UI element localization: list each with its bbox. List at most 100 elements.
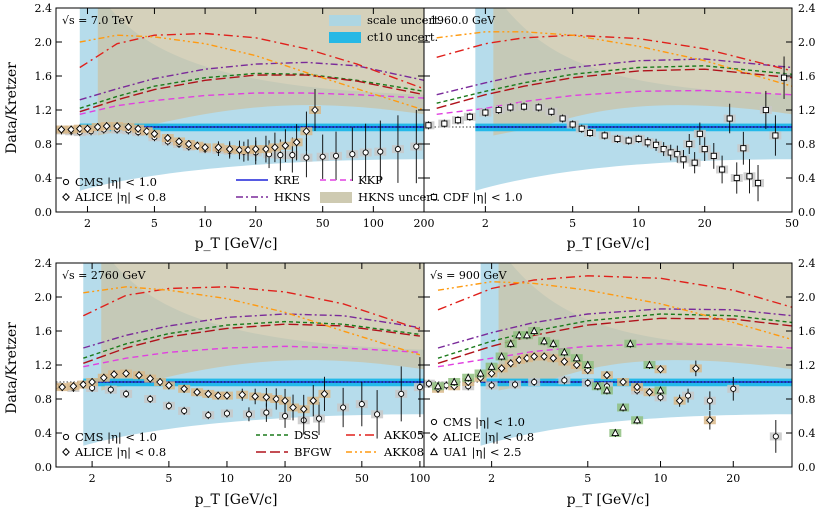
hkns-uncertainty-band [493,8,792,136]
data-point [487,369,496,378]
data-point [67,125,75,134]
x-tick-label: 10 [654,472,668,485]
data-point [719,166,726,173]
data-ua1-2-5 [432,326,667,437]
data-point [34,124,40,131]
data-point [289,403,297,412]
data-point [506,359,515,368]
data-point [235,145,244,155]
energy-annotation: 1960.0 GeV [430,14,496,27]
data-point [425,380,432,387]
data-point [691,159,698,166]
y-tick-label: 1.2 [35,359,53,372]
data-point [495,106,502,114]
legend-label: KRE [274,173,300,187]
data-point [89,384,96,392]
data-point [626,339,635,347]
legend-label: CMS |η| < 1.0 [75,430,157,445]
y-tick-label: 0.8 [35,393,53,406]
legend-label: UA1 |η| < 2.5 [443,445,522,460]
data-point [730,385,737,392]
data-point [754,180,762,187]
data-point [413,143,420,150]
legend-marker [430,418,438,426]
legend-marker [62,433,70,441]
data-point [83,124,92,133]
legend-label: KKP [358,173,383,187]
data-point [102,122,111,131]
data-point [482,109,489,116]
data-point [292,138,301,147]
y-tick-label: 0.4 [798,427,816,440]
hkns-uncertainty-band [101,263,424,391]
data-point [572,353,581,362]
data-point [535,104,542,111]
data-point [93,122,102,132]
legend-label: ALICE |η| < 0.8 [74,190,166,205]
curve-akk05 [437,275,792,311]
data-point [69,382,78,391]
data-point [349,151,356,158]
legend-swatch [329,15,361,26]
x-tick-label: 2 [482,217,489,230]
curve-akk05 [79,32,424,90]
data-point [603,371,611,380]
data-point [645,360,654,369]
y-tick-label: 1.6 [798,325,816,338]
y-axis-label-bottom: Data/Kretzer [4,322,20,414]
data-point [193,388,201,397]
data-syst-box [28,380,40,388]
legend-marker [62,178,70,186]
data-point [135,371,143,380]
plot-area [28,263,424,446]
data-point [238,390,247,399]
data-syst-box [56,124,57,133]
data-point [653,141,660,148]
data-point [530,352,538,361]
data-point [434,381,442,390]
data-point [559,115,566,122]
data-point [374,411,381,418]
legend-label: ct10 uncert. [367,30,438,44]
legend-marker [430,432,438,442]
data-point [746,173,753,180]
plot-area [424,263,792,453]
curve-dss [83,320,420,359]
data-point [165,402,172,409]
data-point [515,330,524,339]
data-alice-0-8 [28,369,331,424]
data-point [762,106,769,114]
data-point [602,386,611,394]
data-point [31,380,37,387]
data-point [450,377,459,386]
data-point [572,360,581,370]
data-point [315,415,323,422]
data-point [531,378,538,386]
data-point [311,105,319,115]
data-point [289,151,296,159]
data-point [781,74,788,81]
x-tick-label: 5 [569,217,576,230]
x-tick-label: 100 [409,472,430,485]
curve-akk08 [83,286,421,356]
y-tick-label: 0.0 [798,461,816,474]
x-tick-label: 5 [151,217,158,230]
data-point [205,412,212,419]
y-tick-label: 1.2 [798,104,816,117]
data-point [497,352,506,360]
legend-label: DSS [294,428,319,442]
data-point [692,364,700,373]
data-point [488,382,495,389]
data-point [540,336,549,345]
data-point [271,143,279,152]
data-point [656,365,665,374]
x-tick-label: 2 [488,472,495,485]
legend-label: scale uncert. [367,13,442,27]
y-tick-label: 2.0 [35,36,53,49]
data-point [772,132,779,139]
